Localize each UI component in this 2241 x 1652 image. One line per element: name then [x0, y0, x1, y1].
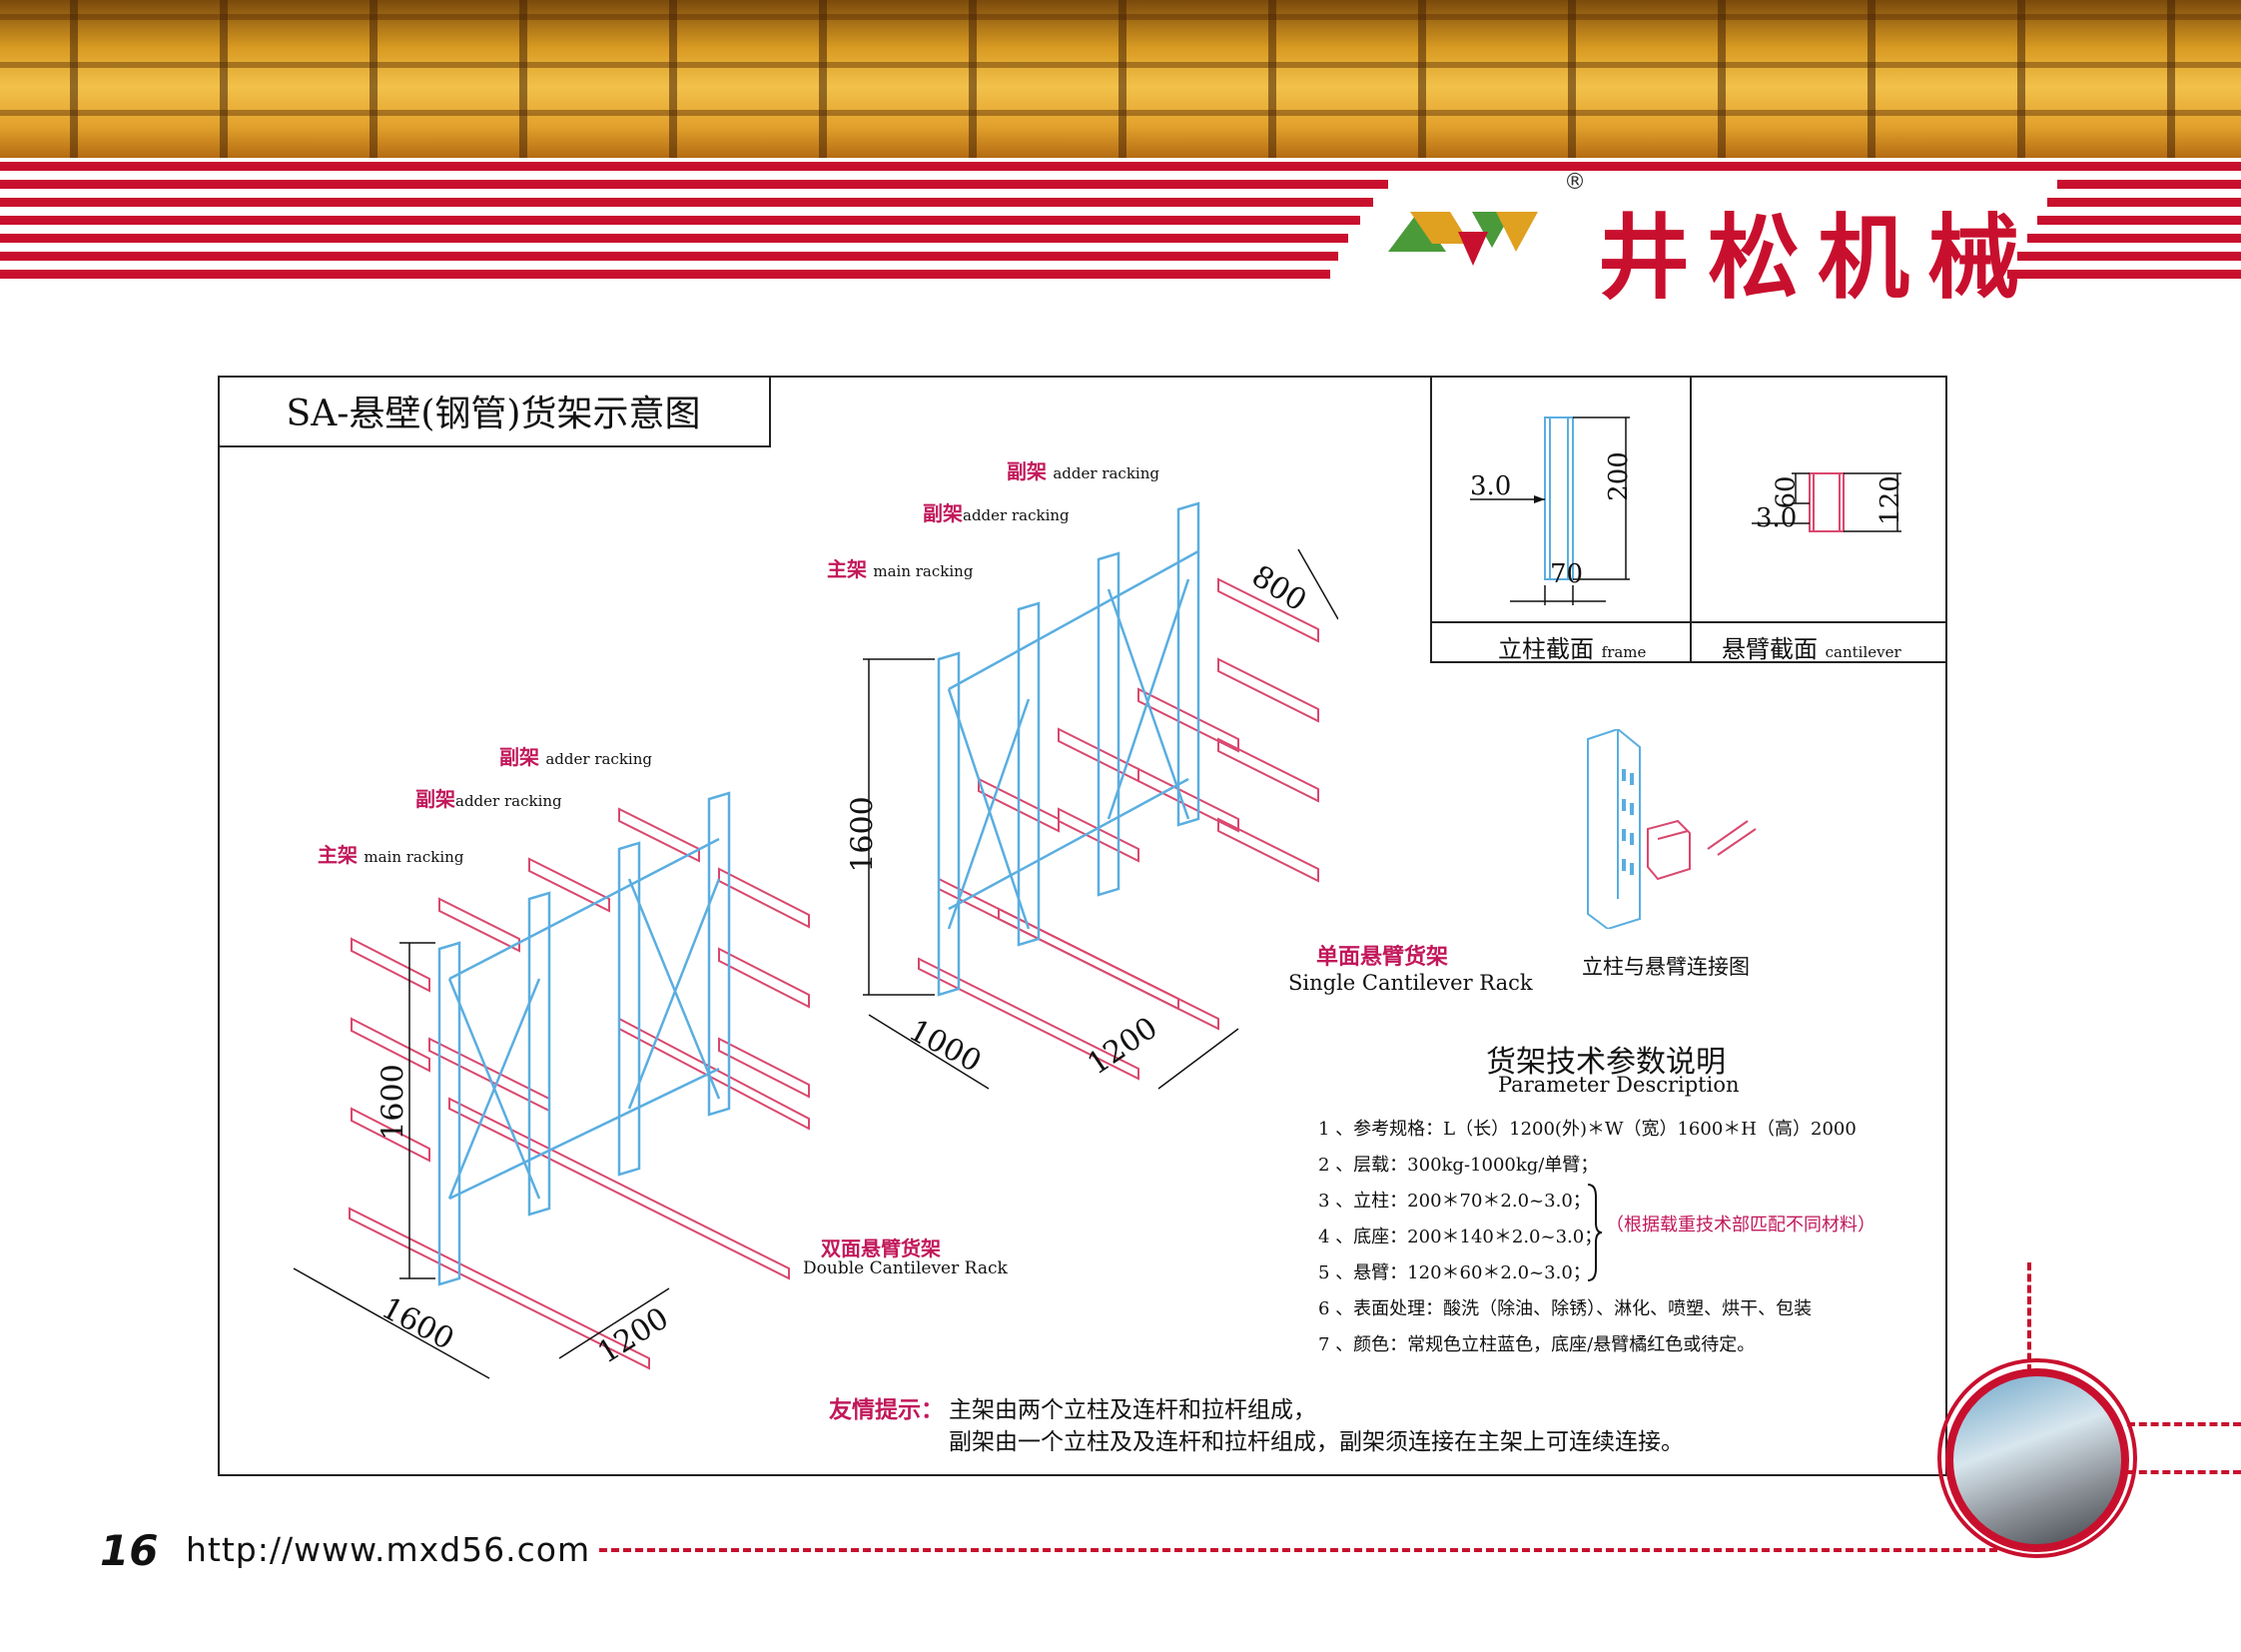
connection-caption: 立柱与悬臂连接图 — [1582, 955, 1750, 979]
page-number: 16 — [100, 1526, 159, 1575]
connection-drawing — [1587, 729, 1757, 929]
double-label-adder-1: 副架 adder racking — [499, 741, 652, 770]
parameter-item: 3 、立柱：200＊70＊2.0~3.0； — [1318, 1191, 1591, 1212]
single-label-adder-1-en: adder racking — [1053, 464, 1159, 482]
double-rack-caption-en: Double Cantilever Rack — [803, 1258, 1008, 1278]
parameter-item: 6 、表面处理：酸洗（除油、除锈）、淋化、喷塑、烘干、包装 — [1318, 1298, 1813, 1319]
single-rack-height: 1600 — [845, 796, 881, 873]
double-rack-caption-zh: 双面悬臂货架 — [821, 1237, 941, 1260]
frame-thickness: 3.0 — [1470, 471, 1512, 501]
parameter-item: 5 、悬臂：120＊60＊2.0~3.0； — [1318, 1262, 1591, 1283]
single-label-main-en: main racking — [873, 562, 974, 580]
single-label-adder-1: 副架 adder racking — [1007, 455, 1159, 484]
parameter-item: 2 、层载：300kg-1000kg/单臂； — [1318, 1155, 1599, 1176]
cantilever-caption-zh: 悬臂截面 — [1722, 635, 1818, 663]
registered-mark: ® — [1564, 170, 1586, 195]
brace-icon — [1587, 1184, 1603, 1281]
corner-dashed-line — [2127, 1422, 2241, 1426]
parameter-item: 7 、颜色：常规色立柱蓝色，底座/悬臂橘红色或待定。 — [1318, 1334, 1756, 1355]
frame-width: 70 — [1550, 559, 1584, 589]
double-label-adder-2: 副架adder racking — [415, 783, 562, 812]
single-label-adder-2-en: adder racking — [963, 506, 1070, 524]
parameters-subtitle: Parameter Description — [1498, 1073, 1740, 1097]
brace-note: （根据载重技术部匹配不同材料） — [1606, 1215, 1875, 1236]
footer-dashed-line — [599, 1548, 1997, 1552]
cantilever-section-drawing — [1752, 472, 1901, 532]
single-label-adder-2: 副架adder racking — [923, 497, 1070, 526]
frame-caption-en: frame — [1601, 643, 1647, 661]
parameter-item: 4 、底座：200＊140＊2.0~3.0； — [1318, 1227, 1603, 1247]
cantilever-height: 120 — [1874, 475, 1905, 525]
single-label-adder-1-zh: 副架 — [1007, 459, 1047, 483]
double-label-adder-2-zh: 副架 — [415, 787, 455, 811]
parameter-item: 1 、参考规格：L（长）1200(外)＊W（宽）1600＊H（高）2000 — [1318, 1119, 1857, 1140]
double-rack-height: 1600 — [375, 1064, 411, 1141]
section-divider — [1430, 621, 1947, 623]
double-label-adder-1-en: adder racking — [545, 750, 652, 768]
diagram-title: SA-悬壁(钢管)货架示意图 — [286, 394, 701, 434]
corner-photo — [1945, 1368, 2129, 1552]
corner-dashed-line — [2127, 1470, 2241, 1474]
frame-caption-zh: 立柱截面 — [1498, 635, 1594, 663]
tip-label: 友情提示： — [829, 1396, 944, 1423]
single-cantilever-rack-drawing — [863, 501, 1338, 1090]
double-label-adder-2-en: adder racking — [455, 792, 562, 810]
single-label-main-zh: 主架 — [827, 557, 867, 581]
frame-caption: 立柱截面 frame — [1498, 629, 1646, 664]
section-divider — [1690, 376, 1692, 663]
tip-line-1: 主架由两个立柱及连杆和拉杆组成， — [949, 1397, 1316, 1423]
website-link[interactable]: http://www.mxd56.com — [186, 1530, 591, 1569]
cantilever-caption-en: cantilever — [1825, 643, 1901, 661]
corner-dashed-line — [2027, 1262, 2031, 1372]
parameters-title: 货架技术参数说明 — [1486, 1045, 1726, 1080]
frame-section-drawing — [1470, 416, 1630, 605]
double-cantilever-rack-drawing — [293, 791, 810, 1379]
double-label-adder-1-zh: 副架 — [499, 745, 539, 769]
double-label-main-en: main racking — [364, 848, 464, 866]
cross-section-table — [1430, 376, 1947, 663]
cantilever-thickness: 3.0 — [1756, 503, 1798, 533]
brand-name: 井松机械 — [1598, 204, 2038, 312]
cantilever-width: 60 — [1771, 475, 1802, 509]
frame-height: 200 — [1603, 451, 1634, 501]
corner-ring — [1937, 1358, 2137, 1558]
diagram-frame — [218, 376, 1947, 1476]
cantilever-caption: 悬臂截面 cantilever — [1722, 629, 1901, 664]
double-label-main: 主架 main racking — [318, 839, 463, 868]
tip-line-2: 副架由一个立柱及及连杆和拉杆组成，副架须连接在主架上可连续连接。 — [949, 1429, 1684, 1455]
single-rack-caption-zh: 单面悬臂货架 — [1316, 944, 1449, 970]
double-label-main-zh: 主架 — [318, 843, 358, 867]
single-label-main: 主架 main racking — [827, 553, 973, 582]
header-warehouse-photo — [0, 0, 2241, 158]
brand-logo — [1388, 212, 1538, 266]
title-box: SA-悬壁(钢管)货架示意图 — [218, 376, 771, 447]
header-stripes — [0, 158, 2241, 282]
single-rack-caption-en: Single Cantilever Rack — [1288, 971, 1533, 995]
single-label-adder-2-zh: 副架 — [923, 501, 963, 525]
